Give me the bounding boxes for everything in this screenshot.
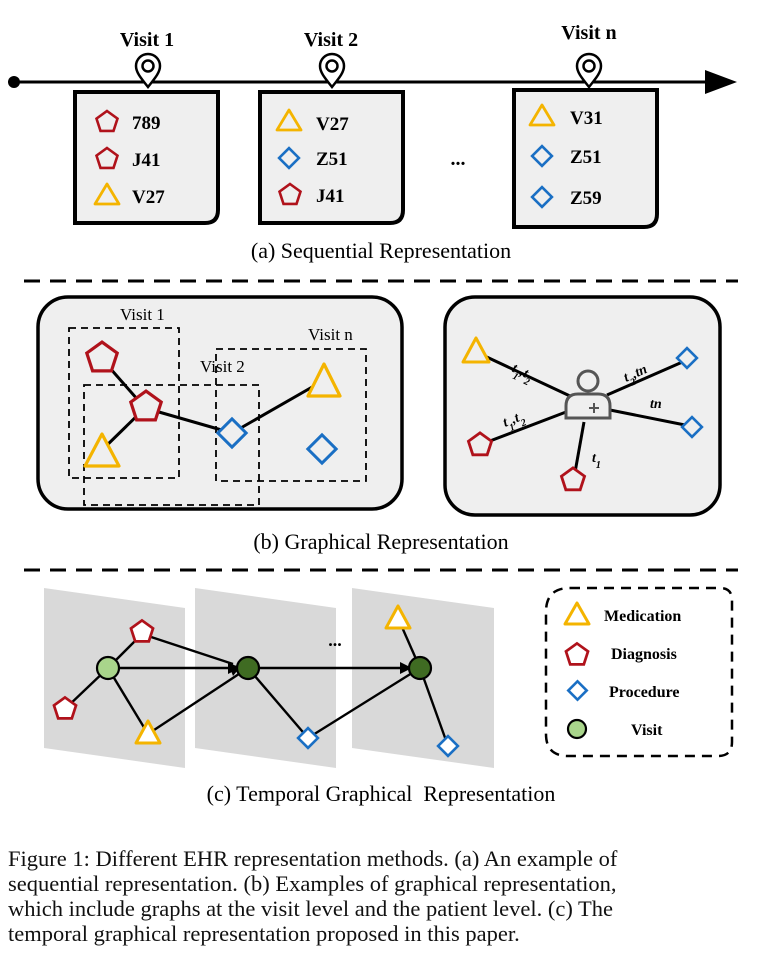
graph-edge (231, 380, 322, 435)
visit-node (407, 655, 433, 681)
medication-icon (275, 108, 303, 132)
graph-edge (481, 410, 567, 446)
legend-label: Procedure (609, 684, 680, 701)
section-title: (b) Graphical Representation (253, 529, 508, 554)
figure-caption: Figure 1: Different EHR representation m… (8, 846, 756, 946)
medication-icon (528, 103, 556, 127)
ellipsis: ... (328, 630, 342, 650)
code-label: 789 (132, 113, 161, 134)
section-title: (a) Sequential Representation (251, 238, 511, 263)
procedure-icon (675, 346, 699, 370)
graphical-section: Visit 1 Visit 2 Visit n (36, 295, 722, 554)
edge-label: tn (650, 397, 662, 412)
edge-label: t2,tn (622, 362, 652, 390)
code-label: V27 (316, 114, 349, 135)
procedure-icon (436, 734, 460, 758)
visit-label: Visit n (561, 22, 616, 44)
medication-icon (134, 719, 162, 745)
procedure-icon (680, 415, 704, 439)
location-pin-icon (575, 52, 603, 90)
visit-card-n: Visit n V31 Z51 Z59 (512, 22, 659, 229)
medication-icon (384, 604, 412, 630)
visit-node (95, 655, 121, 681)
legend-label: Medication (604, 608, 681, 625)
time-slice-panel (195, 588, 336, 768)
medication-icon (306, 362, 342, 398)
code-label: J41 (132, 150, 161, 171)
patient-icon (564, 369, 612, 420)
code-label: J41 (316, 186, 345, 207)
medication-icon (93, 182, 121, 206)
visit-card-2: Visit 2 V27 Z51 J41 (258, 29, 405, 225)
legend-label: Visit (631, 722, 663, 739)
procedure-icon (530, 144, 554, 168)
visit-card-1: Visit 1 789 J41 V27 (73, 29, 220, 225)
visit-level-graph-panel (36, 295, 404, 511)
procedure-icon (566, 679, 589, 702)
visit-box-n (215, 348, 367, 482)
legend-label: Diagnosis (611, 646, 677, 663)
location-pin-icon (134, 52, 162, 90)
graph-edge (475, 350, 571, 398)
visit-node-icon (566, 718, 588, 740)
visit-card-box (258, 90, 405, 225)
timeline-start-dot (8, 76, 20, 88)
section-title: (c) Temporal Graphical Representation (207, 781, 556, 806)
procedure-icon (305, 432, 339, 466)
legend: Medication Diagnosis Procedure Visit (544, 586, 734, 758)
caption-line: sequential representation. (b) Examples … (8, 871, 617, 896)
caption-line: Figure 1: Different EHR representation m… (8, 846, 618, 871)
caption-line: temporal graphical representation propos… (8, 921, 520, 946)
procedure-icon (530, 185, 554, 209)
edge-label: t1 (592, 451, 601, 471)
code-label: V31 (570, 108, 603, 129)
medication-icon (563, 601, 591, 626)
location-pin-icon (318, 52, 346, 90)
visit-box-label: Visit n (308, 325, 353, 344)
temporal-graph-section: ... Medication (44, 586, 734, 806)
diagnosis-icon (564, 642, 590, 666)
visit-box-1 (68, 327, 180, 479)
sequential-section: Visit 1 789 J41 V27 Visit 2 V27 Z51 (8, 22, 737, 263)
visit-label: Visit 2 (304, 29, 358, 51)
procedure-icon (215, 416, 249, 450)
medication-icon (83, 432, 121, 468)
visit-box-label: Visit 2 (200, 357, 245, 376)
caption-line: which include graphs at the visit level … (8, 896, 614, 921)
medication-icon (461, 336, 491, 364)
code-label: Z51 (570, 147, 602, 168)
ellipsis: ... (451, 148, 466, 170)
graph-edge (609, 408, 691, 428)
visit-node (235, 655, 261, 681)
timeline-arrowhead (705, 70, 737, 94)
code-label: Z51 (316, 149, 348, 170)
code-label: V27 (132, 187, 165, 208)
visit-box-label: Visit 1 (120, 305, 165, 324)
graph-edge (606, 358, 688, 397)
code-label: Z59 (570, 188, 602, 209)
procedure-icon (296, 726, 320, 750)
visit-box-2 (83, 384, 260, 506)
visit-label: Visit 1 (120, 29, 174, 51)
legend-box (544, 586, 734, 758)
procedure-icon (277, 146, 301, 170)
